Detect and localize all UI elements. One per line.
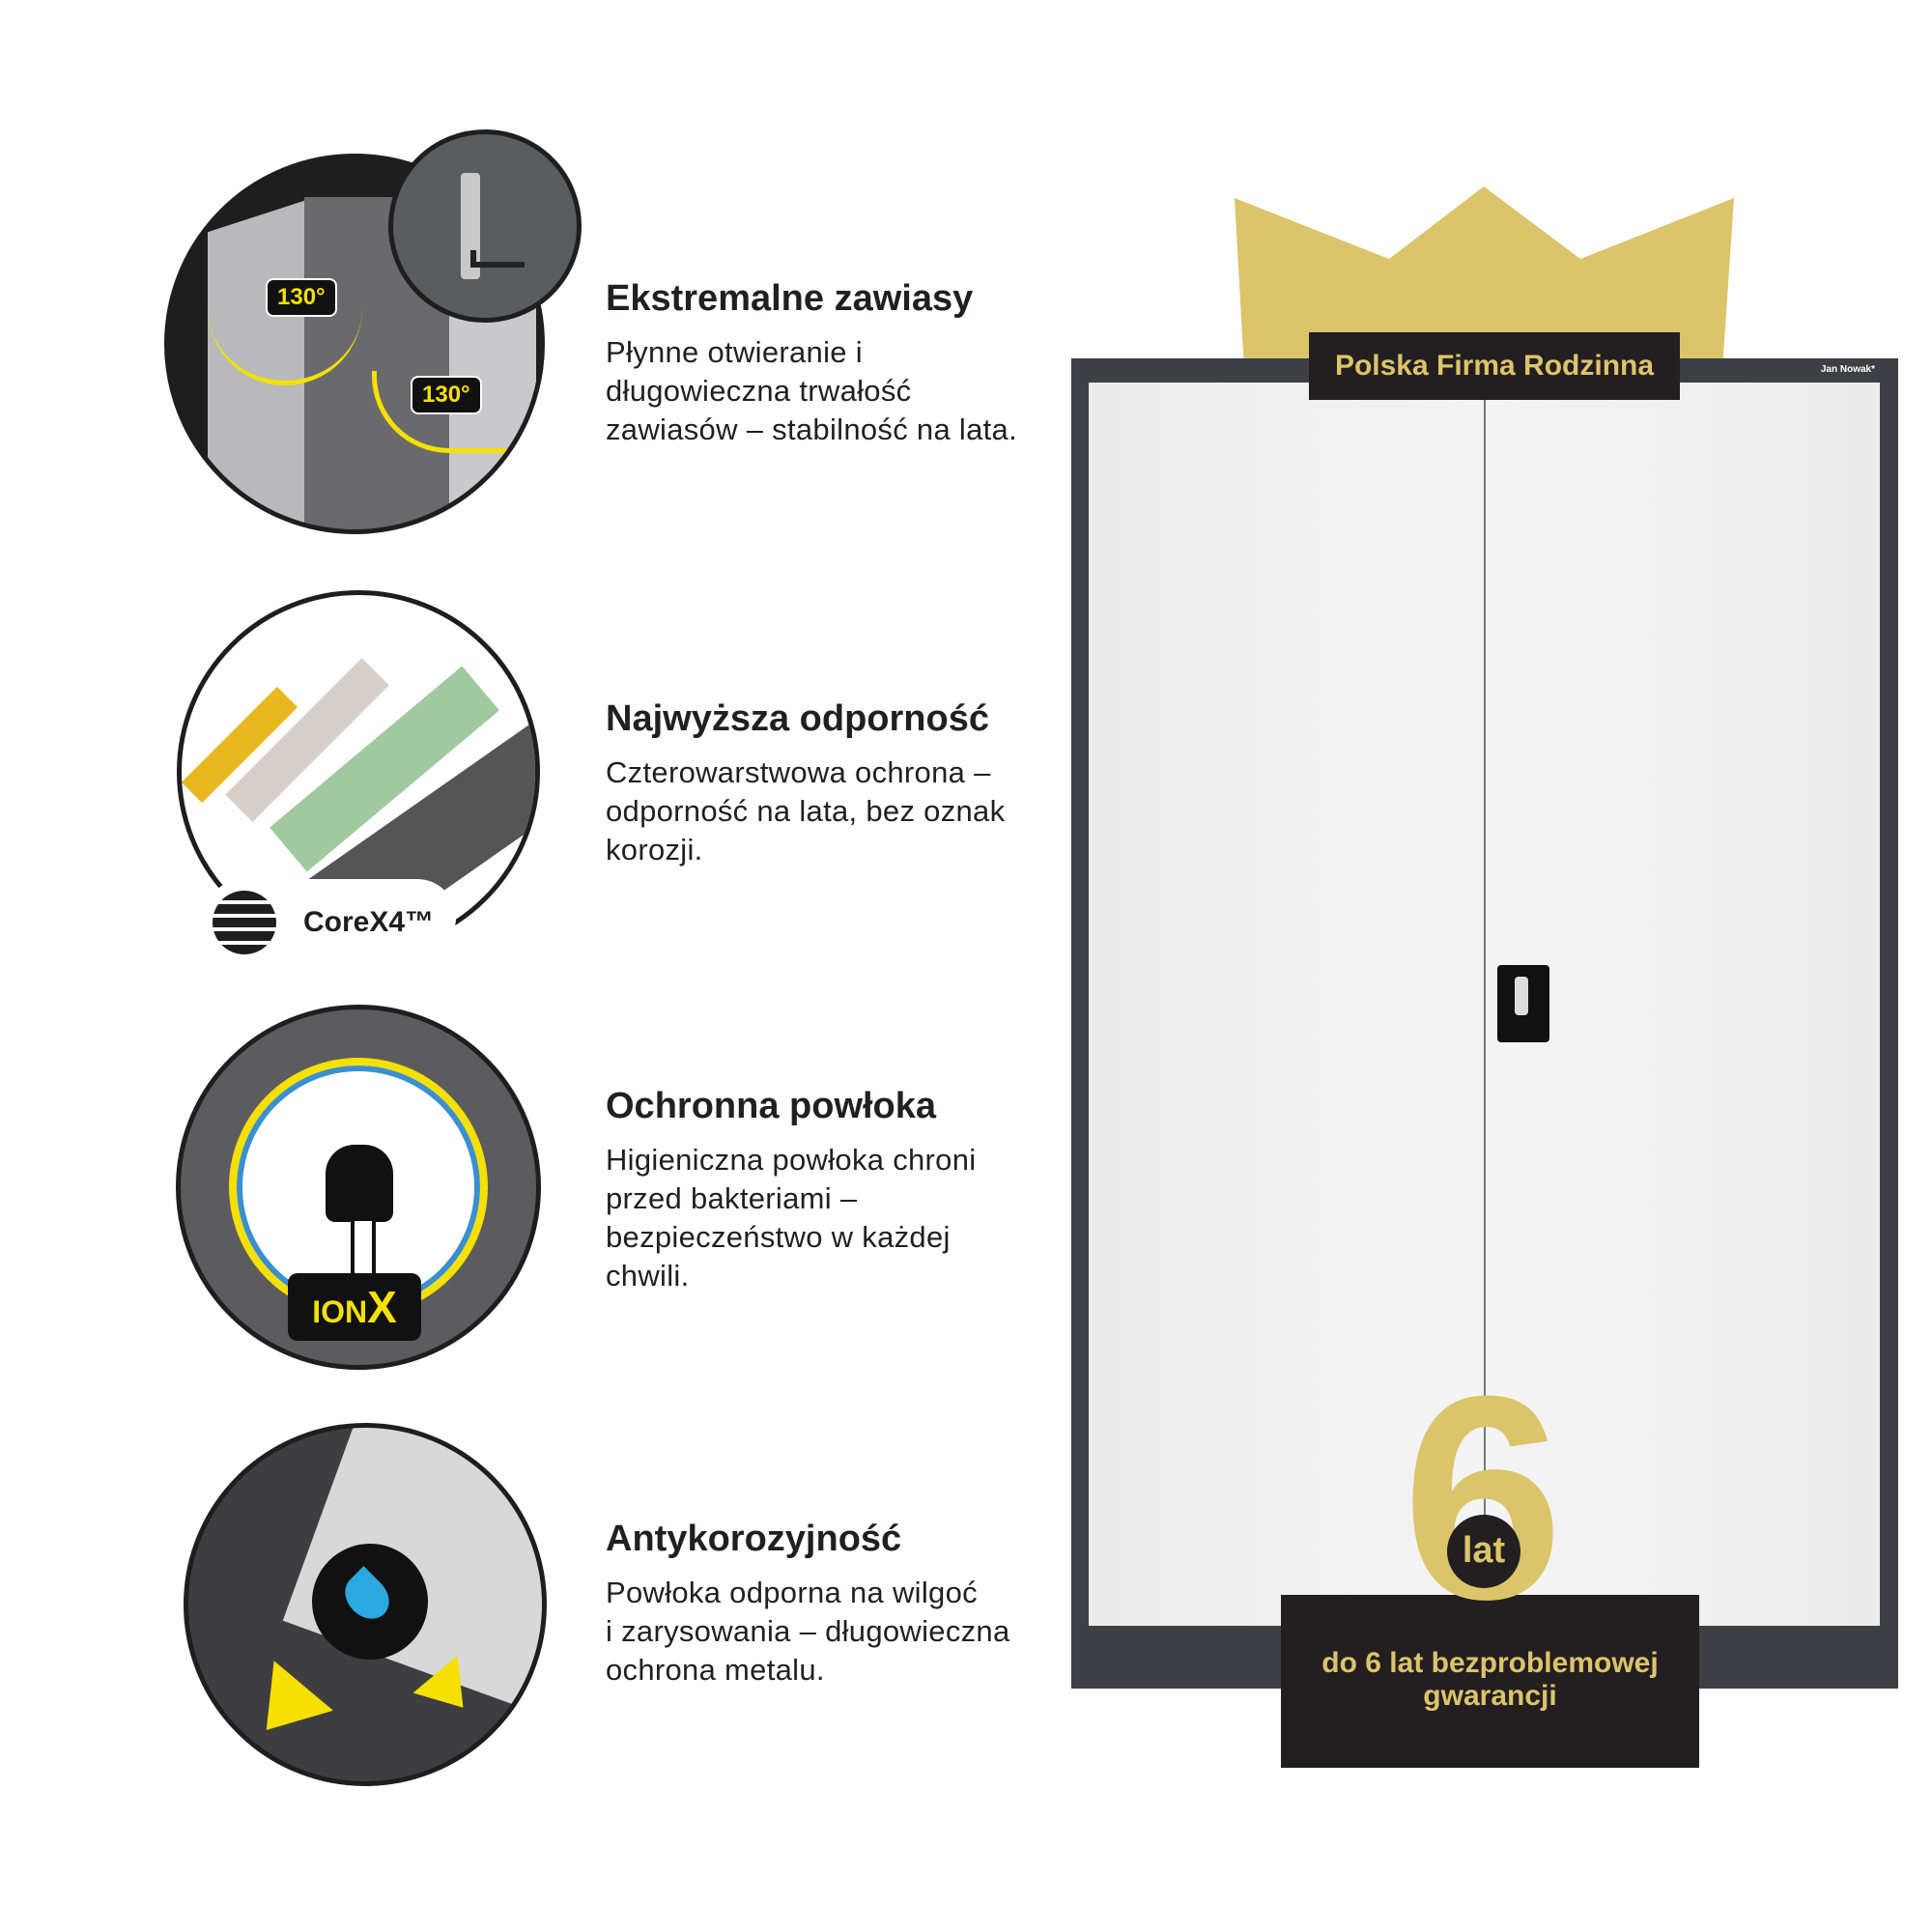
warranty-number: 6 [1402, 1335, 1564, 1660]
text-line: długowieczna trwałość [606, 374, 912, 408]
crown-icon [1235, 186, 1734, 370]
corex4-badge: CoreX4™ [205, 879, 456, 956]
ionx-illustration [176, 1005, 541, 1370]
warranty-unit: lat [1447, 1515, 1520, 1588]
text-line: chwili. [606, 1259, 690, 1293]
family-company-banner: Polska Firma Rodzinna [1309, 332, 1680, 400]
text-line: Powłoka odporna na wilgoć [606, 1576, 978, 1609]
corex4-label: CoreX4™ [303, 906, 435, 938]
layers-icon [213, 891, 276, 954]
angle-badge-right: 130° [411, 376, 482, 414]
text-line: odporność na lata, bez oznak [606, 794, 1006, 828]
anticorrosion-illustration [184, 1423, 547, 1786]
text-line: i zarysowania – długowieczna [606, 1614, 1010, 1648]
arrows-icon [237, 1661, 333, 1755]
text-line: Higieniczna powłoka chroni [606, 1143, 977, 1177]
feature-title-coating: Ochronna powłoka [606, 1086, 937, 1126]
warranty-text-2: gwarancji [1423, 1680, 1557, 1712]
feature-text-resistance: Czterowarstwowa ochrona – odporność na l… [606, 753, 1050, 869]
text-line: przed bakteriami – [606, 1181, 858, 1215]
text-line: bezpieczeństwo w każdej [606, 1220, 951, 1254]
door-lock-handle[interactable] [1497, 965, 1549, 1042]
warranty-text: do 6 lat bezproblemowej [1321, 1647, 1659, 1679]
text-line: ochrona metalu. [606, 1653, 825, 1687]
ionx-label: ION [312, 1294, 368, 1329]
gear-key-icon [326, 1145, 393, 1222]
feature-text-coating: Higieniczna powłoka chroni przed bakteri… [606, 1141, 1050, 1295]
text-line: Czterowarstwowa ochrona – [606, 755, 991, 789]
angle-badge-left: 130° [266, 278, 337, 317]
feature-title-resistance: Najwyższa odporność [606, 698, 989, 739]
text-line: korozji. [606, 833, 703, 867]
cabinet-brand: Jan Nowak* [1820, 364, 1875, 375]
feature-text-hinges: Płynne otwieranie i długowieczna trwałoś… [606, 333, 1050, 449]
feature-text-anticorrosion: Powłoka odporna na wilgoć i zarysowania … [606, 1574, 1050, 1690]
hinge-detail-inset [388, 129, 582, 323]
warranty-box: do 6 lat bezproblemowej gwarancji [1281, 1595, 1699, 1768]
feature-title-hinges: Ekstremalne zawiasy [606, 278, 974, 319]
text-line: Płynne otwieranie i [606, 335, 863, 369]
door-split [1484, 383, 1486, 1626]
feature-title-anticorrosion: Antykorozyjność [606, 1519, 902, 1559]
cabinet: Jan Nowak* [1071, 358, 1898, 1689]
text-line: zawiasów – stabilność na lata. [606, 412, 1018, 446]
ionx-badge: IONX [288, 1273, 421, 1341]
ionx-x: X [367, 1282, 397, 1332]
cabinet-doors [1089, 383, 1880, 1626]
